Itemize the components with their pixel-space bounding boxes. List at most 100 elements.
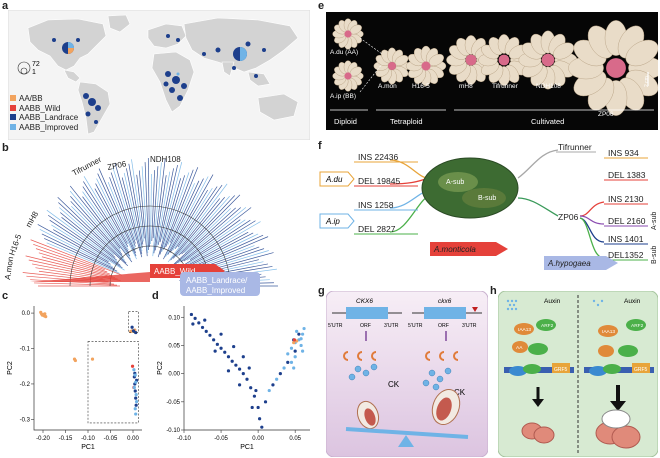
sv-diagram: A.du A.ip A.monticola A.hypogaea A-sub B… bbox=[319, 142, 658, 270]
pod-center bbox=[421, 61, 431, 71]
tree-branch bbox=[175, 220, 256, 271]
tree-branch bbox=[126, 168, 143, 248]
map-legend-item: AABB_Improved bbox=[10, 123, 78, 133]
svg-text:ZP06: ZP06 bbox=[598, 111, 614, 118]
panel-label-f: f bbox=[318, 140, 322, 152]
scatter-point bbox=[73, 358, 77, 363]
pod-photo: A.du (AA) A.ip (BB) A.mon H16-5 mH8 Tifr… bbox=[326, 12, 658, 130]
svg-text:DEL1352: DEL1352 bbox=[608, 250, 644, 260]
tree-branch bbox=[178, 195, 235, 256]
tree-branch bbox=[51, 224, 125, 271]
x-tick-label: 0.00 bbox=[252, 436, 264, 442]
tree-branch bbox=[159, 175, 186, 255]
pod-center bbox=[606, 58, 626, 78]
tree-branch bbox=[82, 196, 133, 263]
peanut-pod bbox=[553, 42, 575, 60]
tree-branch bbox=[83, 176, 129, 251]
svg-text:Tetraploid: Tetraploid bbox=[390, 117, 423, 126]
svg-text:H16-5: H16-5 bbox=[7, 233, 23, 257]
scatter-point bbox=[237, 383, 242, 387]
tree-branch bbox=[163, 178, 204, 260]
tree-branch bbox=[71, 206, 125, 261]
panel-label-g: g bbox=[318, 285, 325, 297]
map-sample-point bbox=[85, 111, 91, 117]
map-sample-point bbox=[176, 72, 180, 76]
map-sample-point bbox=[165, 71, 171, 77]
tree-branch bbox=[25, 255, 116, 278]
scatter-point bbox=[299, 337, 303, 341]
x-tick-label: -0.05 bbox=[104, 436, 118, 442]
tree-branch bbox=[167, 183, 195, 245]
svg-text:Diploid: Diploid bbox=[334, 117, 357, 126]
chart-axis bbox=[183, 306, 310, 431]
svg-text:AABB_Landrace/: AABB_Landrace/ bbox=[186, 276, 248, 285]
scatter-point bbox=[250, 405, 254, 410]
svg-text:Tifrunner: Tifrunner bbox=[492, 83, 519, 90]
scatter-point bbox=[134, 412, 138, 416]
chart-axis bbox=[33, 306, 142, 431]
tree-branch bbox=[69, 185, 121, 249]
scatter-point bbox=[134, 330, 138, 335]
scatter-point bbox=[132, 368, 136, 372]
tree-branch bbox=[121, 177, 143, 255]
scatter-point bbox=[90, 357, 95, 361]
scatter-point bbox=[134, 392, 138, 397]
y-tick-label: -0.2 bbox=[20, 382, 31, 388]
tree-branch bbox=[167, 183, 228, 263]
scatter-point bbox=[247, 366, 251, 370]
map-sample-point bbox=[83, 93, 89, 99]
scatter-point bbox=[282, 366, 286, 370]
scatter-point bbox=[299, 343, 303, 348]
panel-b-tree: b AABB_Wild AABB_Landrace/ AABB_Improved… bbox=[0, 140, 310, 300]
tree-branch bbox=[30, 239, 123, 276]
tree-branch bbox=[190, 234, 264, 268]
tree-branch bbox=[180, 207, 252, 263]
tree-branch bbox=[46, 242, 120, 274]
tree-branch bbox=[194, 236, 269, 268]
svg-text:ZP06: ZP06 bbox=[558, 212, 579, 222]
svg-text:CKX6: CKX6 bbox=[356, 298, 373, 305]
map-sample-point bbox=[177, 95, 183, 101]
panel-label-b: b bbox=[2, 142, 9, 154]
scatter-point bbox=[215, 342, 219, 346]
svg-text:A.ip: A.ip bbox=[325, 217, 340, 226]
scatter-point bbox=[208, 333, 212, 337]
tree-branch bbox=[167, 174, 214, 255]
tree-branch bbox=[107, 181, 136, 250]
map-sample-point bbox=[94, 120, 98, 124]
scatter-point bbox=[293, 349, 297, 353]
tree-branch bbox=[41, 256, 113, 277]
svg-text:3'UTR: 3'UTR bbox=[462, 323, 477, 329]
tree-branch bbox=[38, 252, 110, 275]
x-tick-label: -0.10 bbox=[81, 436, 95, 442]
scatter-point bbox=[271, 383, 275, 387]
tag-ahyp: A.hypogaea bbox=[544, 256, 618, 270]
tree-branch bbox=[44, 238, 118, 272]
tag-amon: A.monticola bbox=[430, 242, 508, 256]
tree-branch bbox=[159, 165, 178, 243]
svg-text:A.monticola: A.monticola bbox=[433, 245, 476, 254]
scatter-point bbox=[203, 318, 207, 322]
tree-branch bbox=[98, 168, 136, 254]
pod-group-labels: Diploid Tetraploid Cultivated bbox=[334, 117, 564, 126]
tree-branch bbox=[183, 219, 241, 262]
tree-branch bbox=[178, 221, 261, 270]
map-sample-point bbox=[95, 105, 101, 111]
phylogenetic-tree: AABB_Wild AABB_Landrace/ AABB_Improved T… bbox=[3, 155, 278, 296]
svg-text:ZP06: ZP06 bbox=[107, 159, 128, 172]
tree-branch bbox=[95, 183, 128, 244]
scatter-point bbox=[241, 355, 245, 359]
tree-branch bbox=[150, 174, 152, 245]
tree-branch bbox=[161, 172, 190, 253]
svg-text:5'UTR: 5'UTR bbox=[328, 323, 343, 329]
tree-branch bbox=[82, 186, 131, 257]
tree-branch bbox=[97, 173, 137, 257]
x-tick-label: -0.20 bbox=[36, 436, 50, 442]
scatter-point bbox=[204, 329, 208, 333]
scatter-point bbox=[263, 400, 268, 404]
tree-branch bbox=[163, 169, 194, 250]
map-sample-point bbox=[172, 76, 180, 84]
tree-branch bbox=[69, 190, 122, 252]
